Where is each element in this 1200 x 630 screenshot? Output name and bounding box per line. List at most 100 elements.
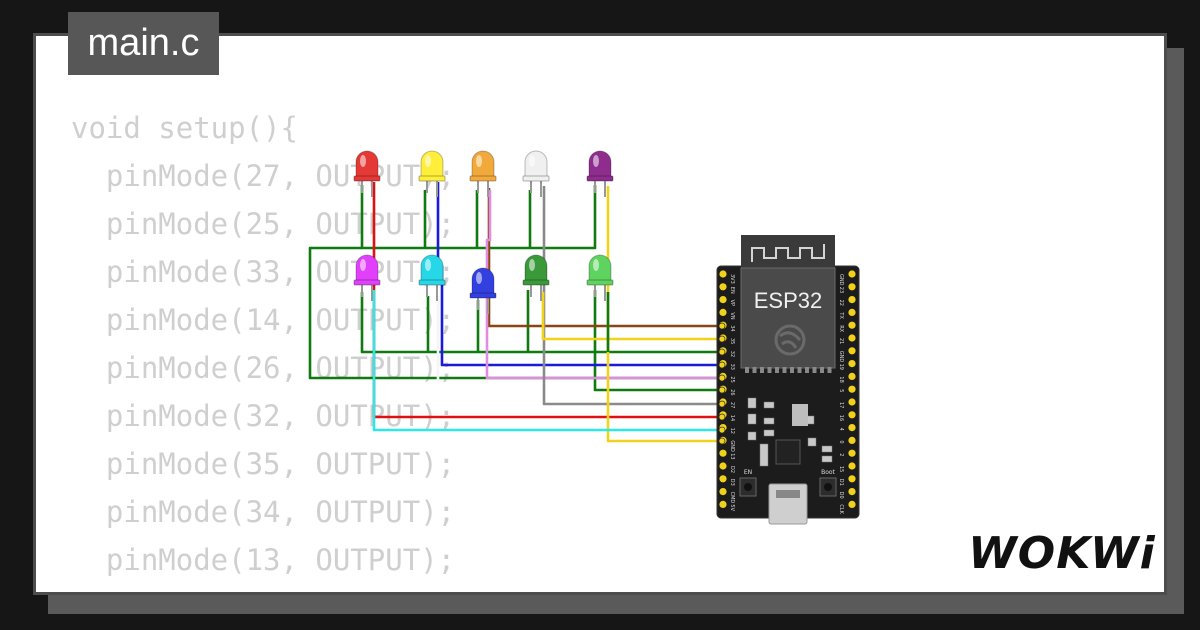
pin-right <box>848 270 856 278</box>
espressif-logo-icon <box>774 324 806 356</box>
module-pad <box>760 367 764 373</box>
led-purple <box>586 150 614 197</box>
pin-label-left: 34 <box>729 325 735 331</box>
pin-connection <box>718 437 726 445</box>
pin-label-right: 16 <box>838 415 844 421</box>
led-body <box>588 150 612 180</box>
led-highlight <box>425 155 431 167</box>
wire-gnd-bottom-5 <box>593 290 720 392</box>
pin-label-right: RX <box>838 325 844 332</box>
led-body <box>524 150 548 180</box>
led-body <box>471 267 495 297</box>
pin-label-right: GND <box>838 274 844 286</box>
pin-right <box>848 296 856 304</box>
led-rim <box>418 175 446 182</box>
pin-label-left: 26 <box>729 389 735 395</box>
wire-pink <box>485 190 720 380</box>
smd-component <box>821 455 833 463</box>
led-rim <box>586 175 614 182</box>
pin-label-right: GND <box>838 351 844 363</box>
module-pad <box>782 367 787 373</box>
pin-label-right: 21 <box>838 338 844 344</box>
pin-label-right: 15 <box>838 466 844 472</box>
pin-label-left: D2 <box>729 466 735 473</box>
smd-component <box>821 445 833 453</box>
antenna-trace <box>751 244 825 262</box>
pin-left <box>719 500 727 508</box>
pin-left <box>719 462 727 470</box>
led-body <box>524 254 548 284</box>
boot-label: Boot <box>821 469 835 476</box>
usb-chip <box>775 439 801 465</box>
led-rim <box>418 279 446 286</box>
smd-component <box>759 443 769 467</box>
led-rim <box>469 292 497 299</box>
pin-label-left: VN <box>729 312 735 319</box>
pin-label-left: 33 <box>729 364 735 370</box>
code-line: pinMode(27, OUTPUT); <box>71 159 456 193</box>
led-rim <box>469 175 497 182</box>
pin-label-right: 23 <box>838 287 844 293</box>
pin-left <box>719 270 727 278</box>
led-white <box>522 150 550 197</box>
espressif-logo-mark <box>779 331 802 349</box>
pin-connection <box>718 386 726 394</box>
code-line: pinMode(34, OUTPUT); <box>71 495 456 529</box>
board-label: ESP32 <box>754 288 823 313</box>
led-highlight <box>476 155 482 167</box>
pin-label-right: 5 <box>838 389 844 392</box>
pin-label-right: D1 <box>838 479 844 486</box>
pin-right <box>848 424 856 432</box>
smd-component <box>763 417 775 425</box>
module-pad <box>827 367 832 373</box>
pin-right <box>848 347 856 355</box>
code-line: pinMode(26, OUTPUT); <box>71 351 456 385</box>
project-card[interactable]: void setup(){ pinMode(27, OUTPUT); pinMo… <box>33 33 1167 595</box>
pin-right <box>848 385 856 393</box>
filename-tab[interactable]: main.c <box>68 12 219 75</box>
pin-right <box>848 334 856 342</box>
module-pad <box>790 367 794 373</box>
pin-label-left: D3 <box>729 479 735 486</box>
wire-gray <box>542 186 720 406</box>
pin-label-left: EN <box>729 287 735 294</box>
pin-right <box>848 283 856 291</box>
code-line: pinMode(13, OUTPUT); <box>71 543 456 577</box>
pin-connection <box>718 413 726 421</box>
led-green <box>522 254 550 301</box>
led-yellow <box>418 150 446 197</box>
module-pad <box>805 367 809 373</box>
module-pad <box>752 367 757 373</box>
pin-label-right: 17 <box>838 402 844 408</box>
pin-label-right: D0 <box>838 492 844 499</box>
pin-connection <box>718 361 726 369</box>
pin-left <box>719 296 727 304</box>
pin-label-left: 27 <box>729 402 735 408</box>
code-line: void setup(){ <box>71 111 298 145</box>
code-preview: void setup(){ pinMode(27, OUTPUT); pinMo… <box>71 104 456 592</box>
pin-right <box>848 360 856 368</box>
led-highlight <box>529 155 535 167</box>
pin-left <box>719 475 727 483</box>
pin-right <box>848 321 856 329</box>
pin-connection <box>718 374 726 382</box>
smd-component <box>747 431 757 441</box>
led-rim <box>522 279 550 286</box>
led-cyan <box>418 254 446 301</box>
pin-label-left: 25 <box>729 376 735 382</box>
pin-left <box>719 283 727 291</box>
en-button-cap <box>744 483 752 491</box>
led-rim <box>586 279 614 286</box>
led-highlight <box>529 259 535 271</box>
led-rim <box>353 279 381 286</box>
pin-right <box>848 500 856 508</box>
led-body <box>355 254 379 284</box>
pin-label-right: CLK <box>838 504 844 514</box>
led-body <box>471 150 495 180</box>
led-highlight <box>360 259 366 271</box>
pin-connection <box>718 348 726 356</box>
en-label: EN <box>744 469 752 476</box>
smd-component <box>747 413 757 425</box>
pin-right <box>848 462 856 470</box>
